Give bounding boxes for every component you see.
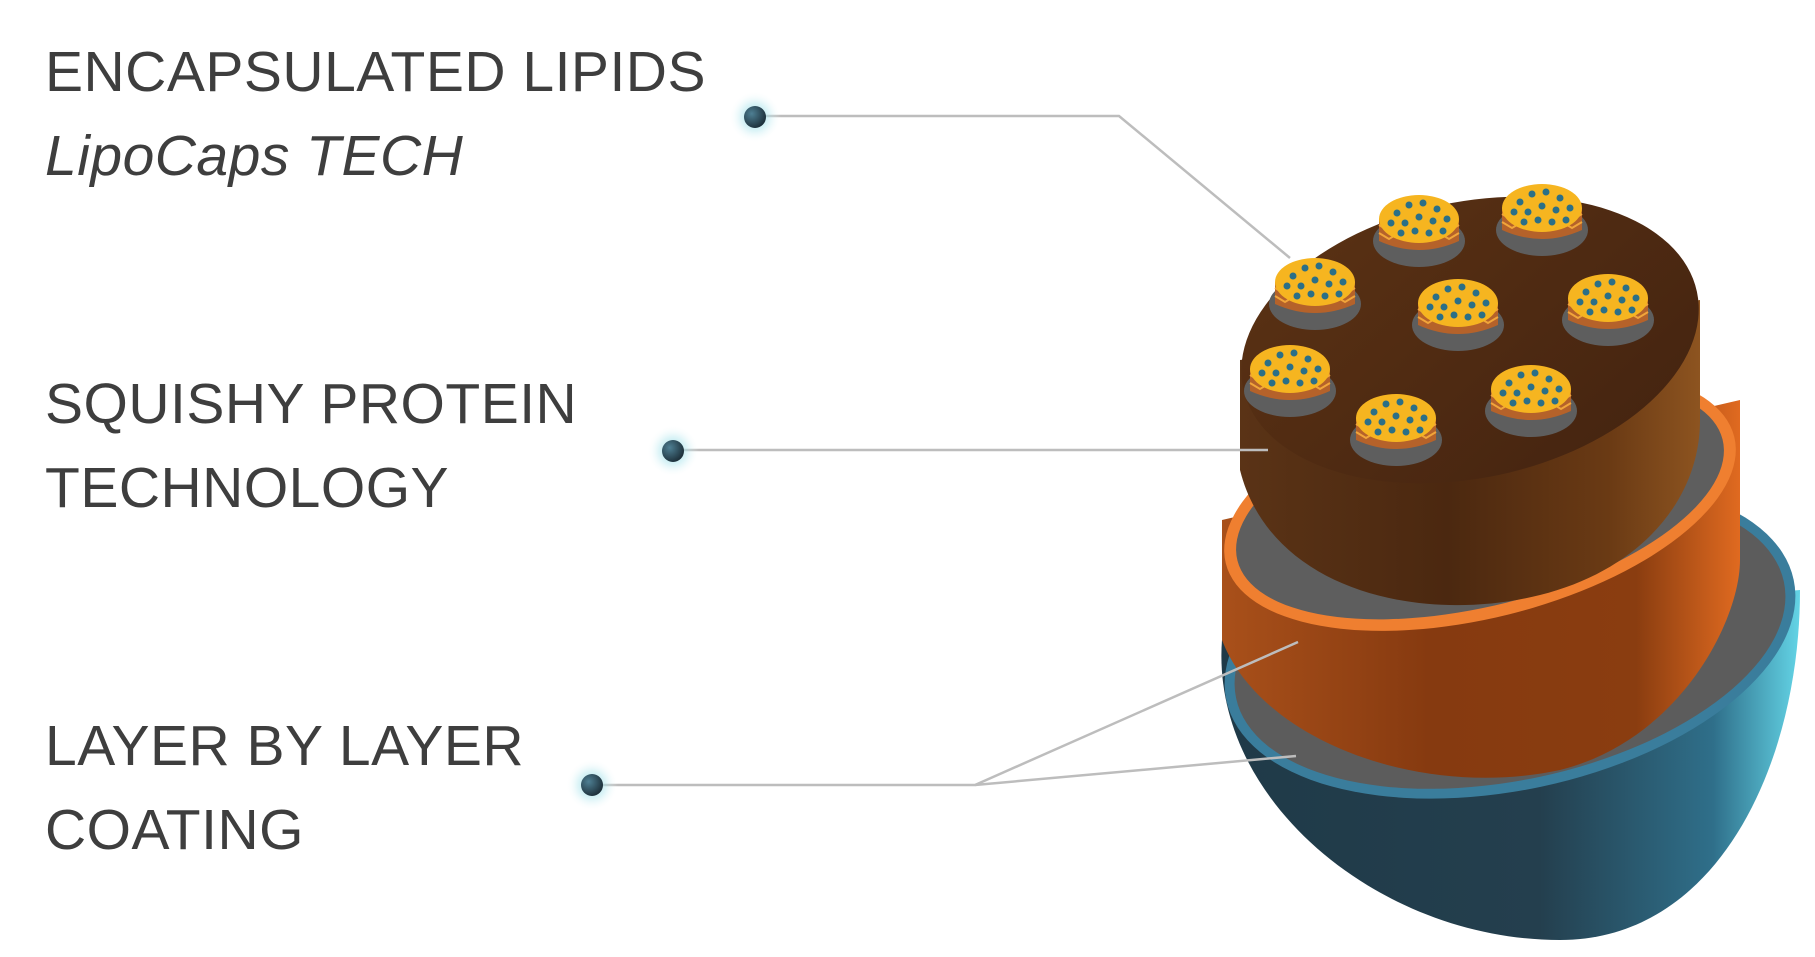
lipid-capsule-icon xyxy=(1243,344,1337,418)
marker-coating xyxy=(566,759,618,811)
leader-lines xyxy=(590,114,1299,787)
lipid-capsule-icon xyxy=(1268,257,1362,331)
leader-line-lipids xyxy=(752,114,1291,259)
lipid-capsule-icon xyxy=(1561,273,1655,347)
label-layer-coating: LAYER BY LAYER COATING xyxy=(45,704,524,872)
label-protein-line1: SQUISHY PROTEIN xyxy=(45,372,578,436)
marker-dot-icon xyxy=(662,440,684,462)
label-protein-line2: TECHNOLOGY xyxy=(45,456,450,520)
marker-dot-icon xyxy=(581,774,603,796)
lipid-capsule-icon xyxy=(1372,194,1466,268)
leader-line-coating-outer xyxy=(974,754,1297,787)
label-squishy-protein: SQUISHY PROTEIN TECHNOLOGY xyxy=(45,362,577,530)
marker-lipids xyxy=(729,91,781,143)
label-lipids-title: ENCAPSULATED LIPIDS xyxy=(45,40,706,104)
marker-protein xyxy=(647,425,699,477)
leader-line-coating-middle xyxy=(590,640,1299,787)
lipid-capsule-icon xyxy=(1484,364,1578,438)
lipid-capsule-icon xyxy=(1495,183,1589,257)
marker-dot-icon xyxy=(744,106,766,128)
label-coating-line2: COATING xyxy=(45,798,304,862)
lipid-capsule-icon xyxy=(1411,278,1505,352)
label-coating-line1: LAYER BY LAYER xyxy=(45,714,525,778)
lipid-capsule-icon xyxy=(1349,393,1443,467)
label-lipids-subtitle: LipoCaps TECH xyxy=(45,124,464,188)
label-encapsulated-lipids: ENCAPSULATED LIPIDS LipoCaps TECH xyxy=(45,30,706,198)
